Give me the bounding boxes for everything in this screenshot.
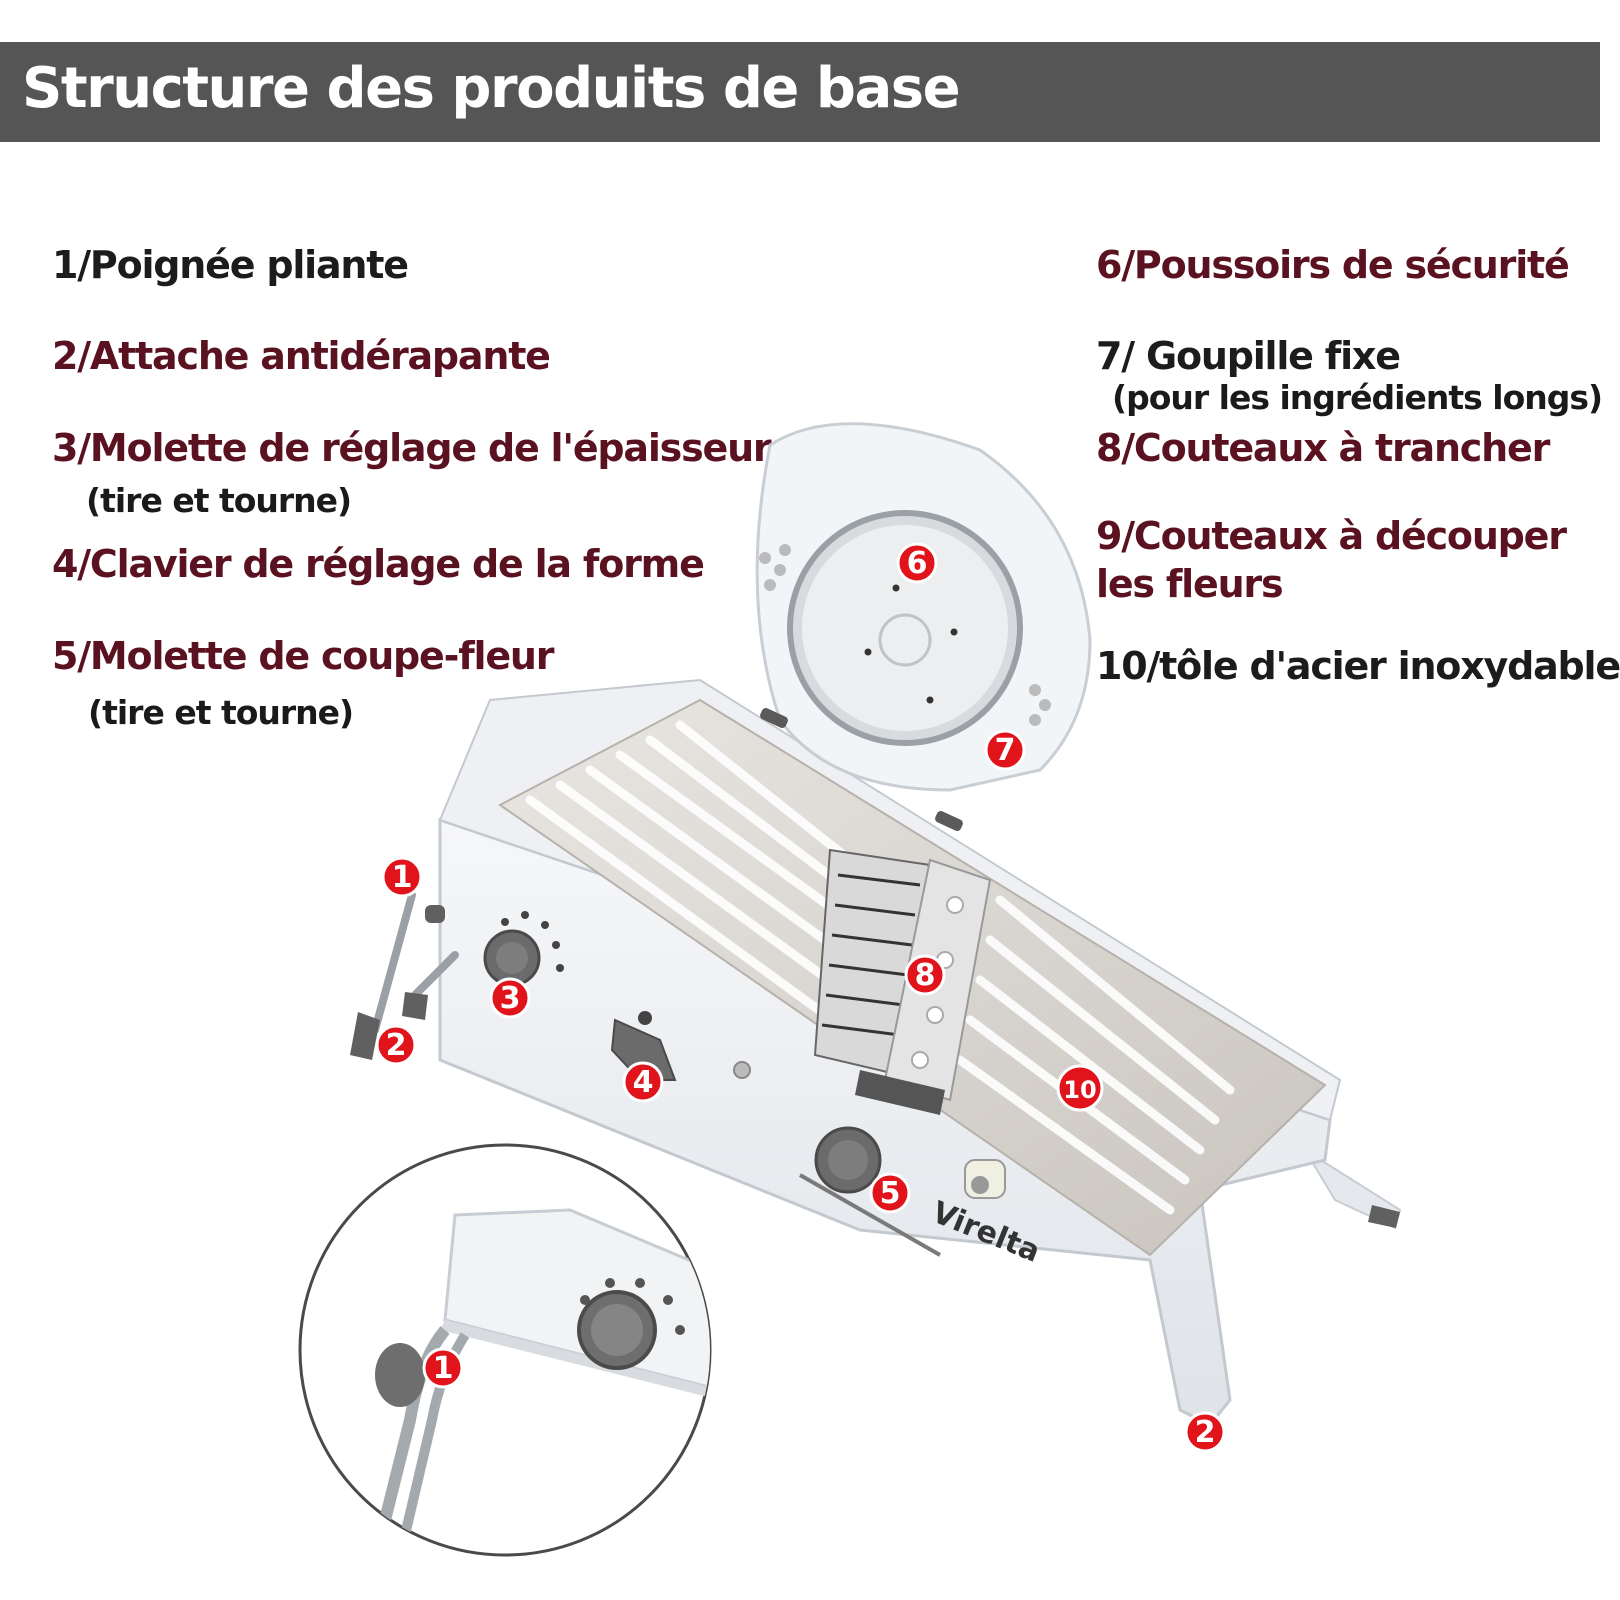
- marker-1: 1: [381, 856, 423, 898]
- part-label-10: 10/tôle d'acier inoxydable: [1096, 644, 1620, 688]
- marker-1: 1: [422, 1347, 464, 1389]
- svg-text:3: 3: [500, 981, 521, 1016]
- svg-text:7: 7: [995, 733, 1016, 768]
- svg-text:5: 5: [880, 1176, 901, 1211]
- marker-6: 6: [896, 542, 938, 584]
- svg-text:4: 4: [633, 1065, 654, 1100]
- svg-text:10: 10: [1063, 1076, 1096, 1104]
- marker-2: 2: [375, 1024, 417, 1066]
- folding-handle: [350, 891, 459, 1060]
- part-label-8: 8/Couteaux à trancher: [1096, 426, 1550, 470]
- flower-cutter-dial: [799, 1126, 1006, 1257]
- marker-7: 7: [984, 729, 1026, 771]
- marker-10: 10: [1056, 1064, 1104, 1112]
- page-title: Structure des produits de base: [22, 56, 961, 121]
- svg-text:6: 6: [907, 546, 928, 581]
- part-note-7: (pour les ingrédients longs): [1112, 378, 1603, 417]
- svg-text:1: 1: [433, 1351, 454, 1386]
- part-label-3: 3/Molette de réglage de l'épaisseur: [52, 426, 772, 470]
- part-label-1: 1/Poignée pliante: [52, 243, 409, 287]
- part-label-7: 7/ Goupille fixe: [1096, 334, 1401, 378]
- part-label-9-line2: les fleurs: [1096, 562, 1284, 606]
- part-note-3: (tire et tourne): [86, 481, 352, 520]
- svg-text:2: 2: [1195, 1415, 1216, 1450]
- svg-text:1: 1: [392, 860, 413, 895]
- svg-text:2: 2: [386, 1028, 407, 1063]
- marker-4: 4: [622, 1061, 664, 1103]
- part-label-4: 4/Clavier de réglage de la forme: [52, 542, 705, 586]
- marker-5: 5: [869, 1172, 911, 1214]
- safety-pusher: [755, 422, 1092, 832]
- svg-text:8: 8: [915, 958, 936, 993]
- header-bar: Structure des produits de base: [0, 42, 1600, 142]
- zoom-detail-circle: [298, 1143, 712, 1557]
- part-label-2: 2/Attache antidérapante: [52, 334, 551, 378]
- part-label-9: 9/Couteaux à découper: [1096, 514, 1567, 558]
- marker-2: 2: [1184, 1411, 1226, 1453]
- part-label-5: 5/Molette de coupe-fleur: [52, 634, 555, 678]
- marker-8: 8: [904, 954, 946, 996]
- part-note-5: (tire et tourne): [88, 693, 354, 732]
- marker-3: 3: [489, 977, 531, 1019]
- part-label-6: 6/Poussoirs de sécurité: [1096, 243, 1570, 287]
